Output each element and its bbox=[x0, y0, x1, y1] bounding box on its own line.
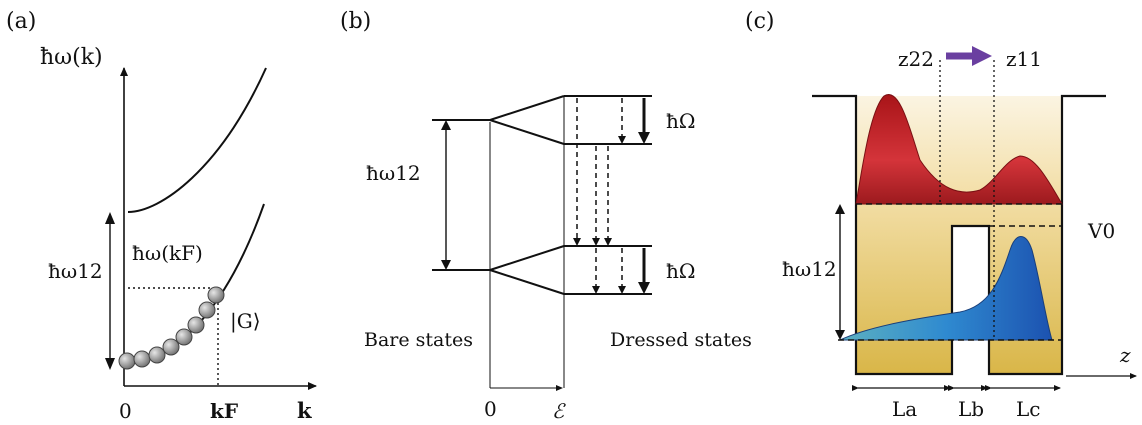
a-kf-energy-label: ħω(kF) bbox=[132, 241, 203, 265]
a-upper-band bbox=[127, 67, 267, 213]
c-lc-label: Lc bbox=[1016, 397, 1040, 421]
panel-a: (a) ħω(k) k 0 ħω12 ħω(kF) |G⟩ bbox=[6, 9, 317, 423]
c-z-axis-label: z bbox=[1119, 343, 1131, 367]
c-lb-label: Lb bbox=[958, 397, 984, 421]
a-origin-label: 0 bbox=[119, 399, 132, 423]
b-transition-heads bbox=[573, 136, 626, 294]
a-fermi-spheres bbox=[118, 286, 225, 370]
panel-c-tag: (c) bbox=[745, 9, 775, 34]
c-barrier-label: V0 bbox=[1087, 219, 1115, 243]
c-la-label: La bbox=[892, 397, 917, 421]
a-lower-band bbox=[127, 203, 265, 363]
a-y-axis-label: ħω(k) bbox=[40, 45, 103, 70]
a-x-axis-label: k bbox=[297, 398, 312, 423]
b-field-label: ℰ bbox=[552, 399, 566, 423]
b-transitions bbox=[576, 98, 623, 288]
panel-c: (c) z22 z11 V0 ħω12 z bbox=[745, 9, 1137, 421]
c-z22-label: z22 bbox=[898, 47, 934, 71]
b-origin-label: 0 bbox=[484, 397, 497, 421]
b-dressed-states-label: Dressed states bbox=[610, 329, 752, 351]
c-lower-wavefunction bbox=[839, 236, 1053, 341]
b-rabi-top-label: ħΩ bbox=[666, 109, 695, 133]
a-ground-state-label: |G⟩ bbox=[230, 309, 261, 334]
a-kf-tick-label: kF bbox=[210, 399, 238, 423]
c-upper-wavefunction bbox=[855, 94, 1063, 205]
b-rabi-bottom-label: ħΩ bbox=[666, 259, 695, 283]
b-bare-states-label: Bare states bbox=[364, 329, 473, 351]
c-z11-label: z11 bbox=[1006, 47, 1042, 71]
panel-b-tag: (b) bbox=[340, 9, 371, 34]
c-potential-profile bbox=[812, 94, 1106, 376]
b-gap-label: ħω12 bbox=[366, 161, 421, 185]
panel-b: (b) 0 ℰ ħω12 bbox=[340, 9, 752, 423]
a-gap-label: ħω12 bbox=[48, 259, 103, 283]
c-gap-label: ħω12 bbox=[782, 257, 837, 281]
panel-a-tag: (a) bbox=[6, 9, 36, 34]
